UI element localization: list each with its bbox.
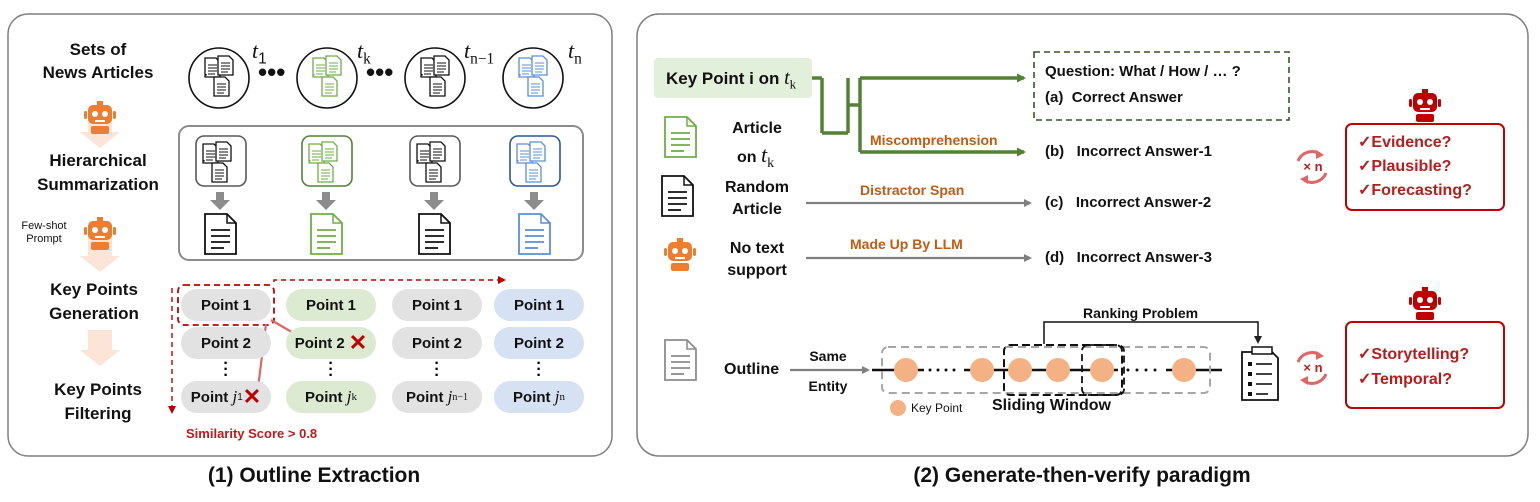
summarization-box	[178, 125, 584, 261]
similarity-threshold: Similarity Score > 0.8	[186, 426, 318, 441]
all-points-box	[881, 346, 1211, 394]
summary-columns	[195, 135, 561, 255]
caption-outline-extraction: (1) Outline Extraction	[207, 464, 421, 487]
sliding-window-label: Sliding Window	[992, 397, 1111, 414]
source-random: Random	[725, 179, 789, 196]
source-no-text: No text	[729, 240, 785, 257]
answer-b: (b) Incorrect Answer-1	[1045, 143, 1212, 160]
label-key-points-gen: Key Points	[50, 280, 138, 299]
entity-label: Entity	[808, 378, 848, 394]
ranking-arrow	[1043, 321, 1262, 344]
check-forecasting: ✓Forecasting?	[1358, 182, 1472, 199]
vertical-ellipsis: ···	[223, 355, 229, 384]
reject-x-icon: ✕	[348, 330, 368, 355]
label-miscomprehension: Miscomprehension	[870, 132, 998, 148]
check-plausible: ✓Plausible?	[1358, 158, 1452, 175]
source-random-article: Article	[732, 201, 782, 218]
label-key-points-filt: Key Points	[54, 380, 142, 399]
source-support: support	[727, 262, 787, 279]
check-evidence: ✓Evidence?	[1358, 134, 1452, 151]
label-summarization: Summarization	[37, 175, 159, 194]
point-2-col2: Point 2✕	[286, 327, 376, 359]
flow-arrows-left	[80, 120, 120, 366]
outline-label: Outline	[724, 361, 780, 378]
caption-generate-verify: (2) Generate-then-verify paradigm	[913, 464, 1251, 487]
point-1-col3: Point 1	[392, 289, 482, 321]
keypoint-label: Key Point i on tk	[666, 67, 797, 92]
label-distractor-span: Distractor Span	[860, 182, 965, 198]
key-point-nodes	[894, 358, 1196, 382]
key-point-legend-dot	[890, 400, 906, 416]
point-1-col4: Point 1	[494, 289, 584, 321]
sliding-window-box	[1003, 344, 1123, 396]
answer-c: (c) Incorrect Answer-2	[1045, 194, 1212, 211]
key-point-legend: Key Point	[911, 401, 963, 415]
article-icon	[664, 116, 697, 158]
verify-box-bottom	[1345, 321, 1505, 409]
label-sets: Sets of	[69, 40, 127, 59]
check-temporal: ✓Temporal?	[1358, 371, 1453, 388]
timeline-dots	[928, 368, 1157, 372]
point-1-col1: Point 1	[181, 289, 271, 321]
time-label-tn1: tn−1	[464, 38, 495, 68]
label-made-up: Made Up By LLM	[850, 236, 963, 252]
point-2-col4: Point 2	[494, 327, 584, 359]
label-few-shot: Few-shot	[21, 220, 67, 232]
label-filtering: Filtering	[64, 404, 132, 423]
timeline-gaps	[924, 364, 1166, 376]
sliding-window-next	[1081, 344, 1125, 396]
ranking-problem-label: Ranking Problem	[1083, 305, 1199, 321]
time-label-tk: tk	[357, 38, 371, 68]
check-storytelling: ✓Storytelling?	[1358, 346, 1470, 363]
ranked-list-icon	[1241, 346, 1279, 401]
reject-x-icon: ✕	[242, 384, 262, 409]
point-1-col2: Point 1	[286, 289, 376, 321]
news-sets	[188, 47, 564, 109]
ellipsis: •••	[366, 57, 394, 87]
random-article-icon	[661, 175, 694, 217]
vertical-ellipsis: ···	[328, 355, 334, 384]
point-2-col3: Point 2	[392, 327, 482, 359]
selected-point-box	[177, 284, 275, 326]
label-news-articles: News Articles	[42, 63, 154, 82]
point-2-col1: Point 2	[181, 327, 271, 359]
time-label-t1: t1	[252, 38, 267, 68]
answer-a: (a) Correct Answer	[1045, 89, 1183, 106]
repeat-label: × n	[1303, 159, 1323, 174]
label-prompt: Prompt	[26, 233, 62, 245]
verify-box-top	[1345, 123, 1505, 211]
repeat-label: × n	[1303, 360, 1323, 375]
question-text: Question: What / How / … ?	[1045, 63, 1241, 80]
same-label: Same	[809, 348, 847, 364]
vertical-ellipsis: ···	[434, 355, 440, 384]
time-label-tn: tn	[568, 38, 582, 68]
ellipsis: •••	[258, 57, 286, 87]
green-arrows	[812, 73, 1026, 157]
dashed-arrow-right	[273, 276, 506, 284]
answer-d: (d) Incorrect Answer-3	[1045, 249, 1212, 266]
question-box	[1033, 51, 1290, 121]
label-generation: Generation	[49, 304, 139, 323]
vertical-ellipsis: ···	[536, 355, 542, 384]
label-hierarchical: Hierarchical	[49, 151, 147, 170]
keypoint-box	[654, 58, 812, 98]
source-article-time: on tk	[737, 142, 775, 171]
outline-doc-icon	[664, 339, 697, 381]
source-article: Article	[732, 120, 782, 137]
